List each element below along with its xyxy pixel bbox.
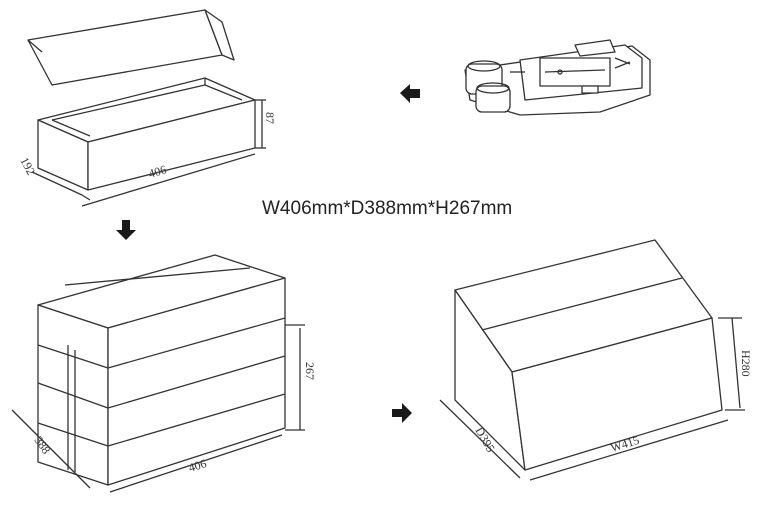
arrow-left-icon xyxy=(400,84,420,103)
stacked-boxes-drawing xyxy=(11,254,305,493)
stacked-width-label: 406 xyxy=(187,456,208,475)
arrow-down-icon xyxy=(116,220,136,240)
open-box-drawing xyxy=(27,9,266,207)
overall-dimensions-caption: W406mm*D388mm*H267mm xyxy=(262,198,513,219)
open-box-width-label: 406 xyxy=(147,162,168,181)
arrow-right-icon xyxy=(392,403,412,423)
mount-device-drawing xyxy=(464,39,651,116)
stacked-height-label: 267 xyxy=(303,362,317,380)
carton-drawing xyxy=(439,239,745,481)
carton-height-label: H280 xyxy=(739,350,753,377)
open-box-height-label: 87 xyxy=(263,112,277,124)
flow-arrows xyxy=(116,84,420,423)
